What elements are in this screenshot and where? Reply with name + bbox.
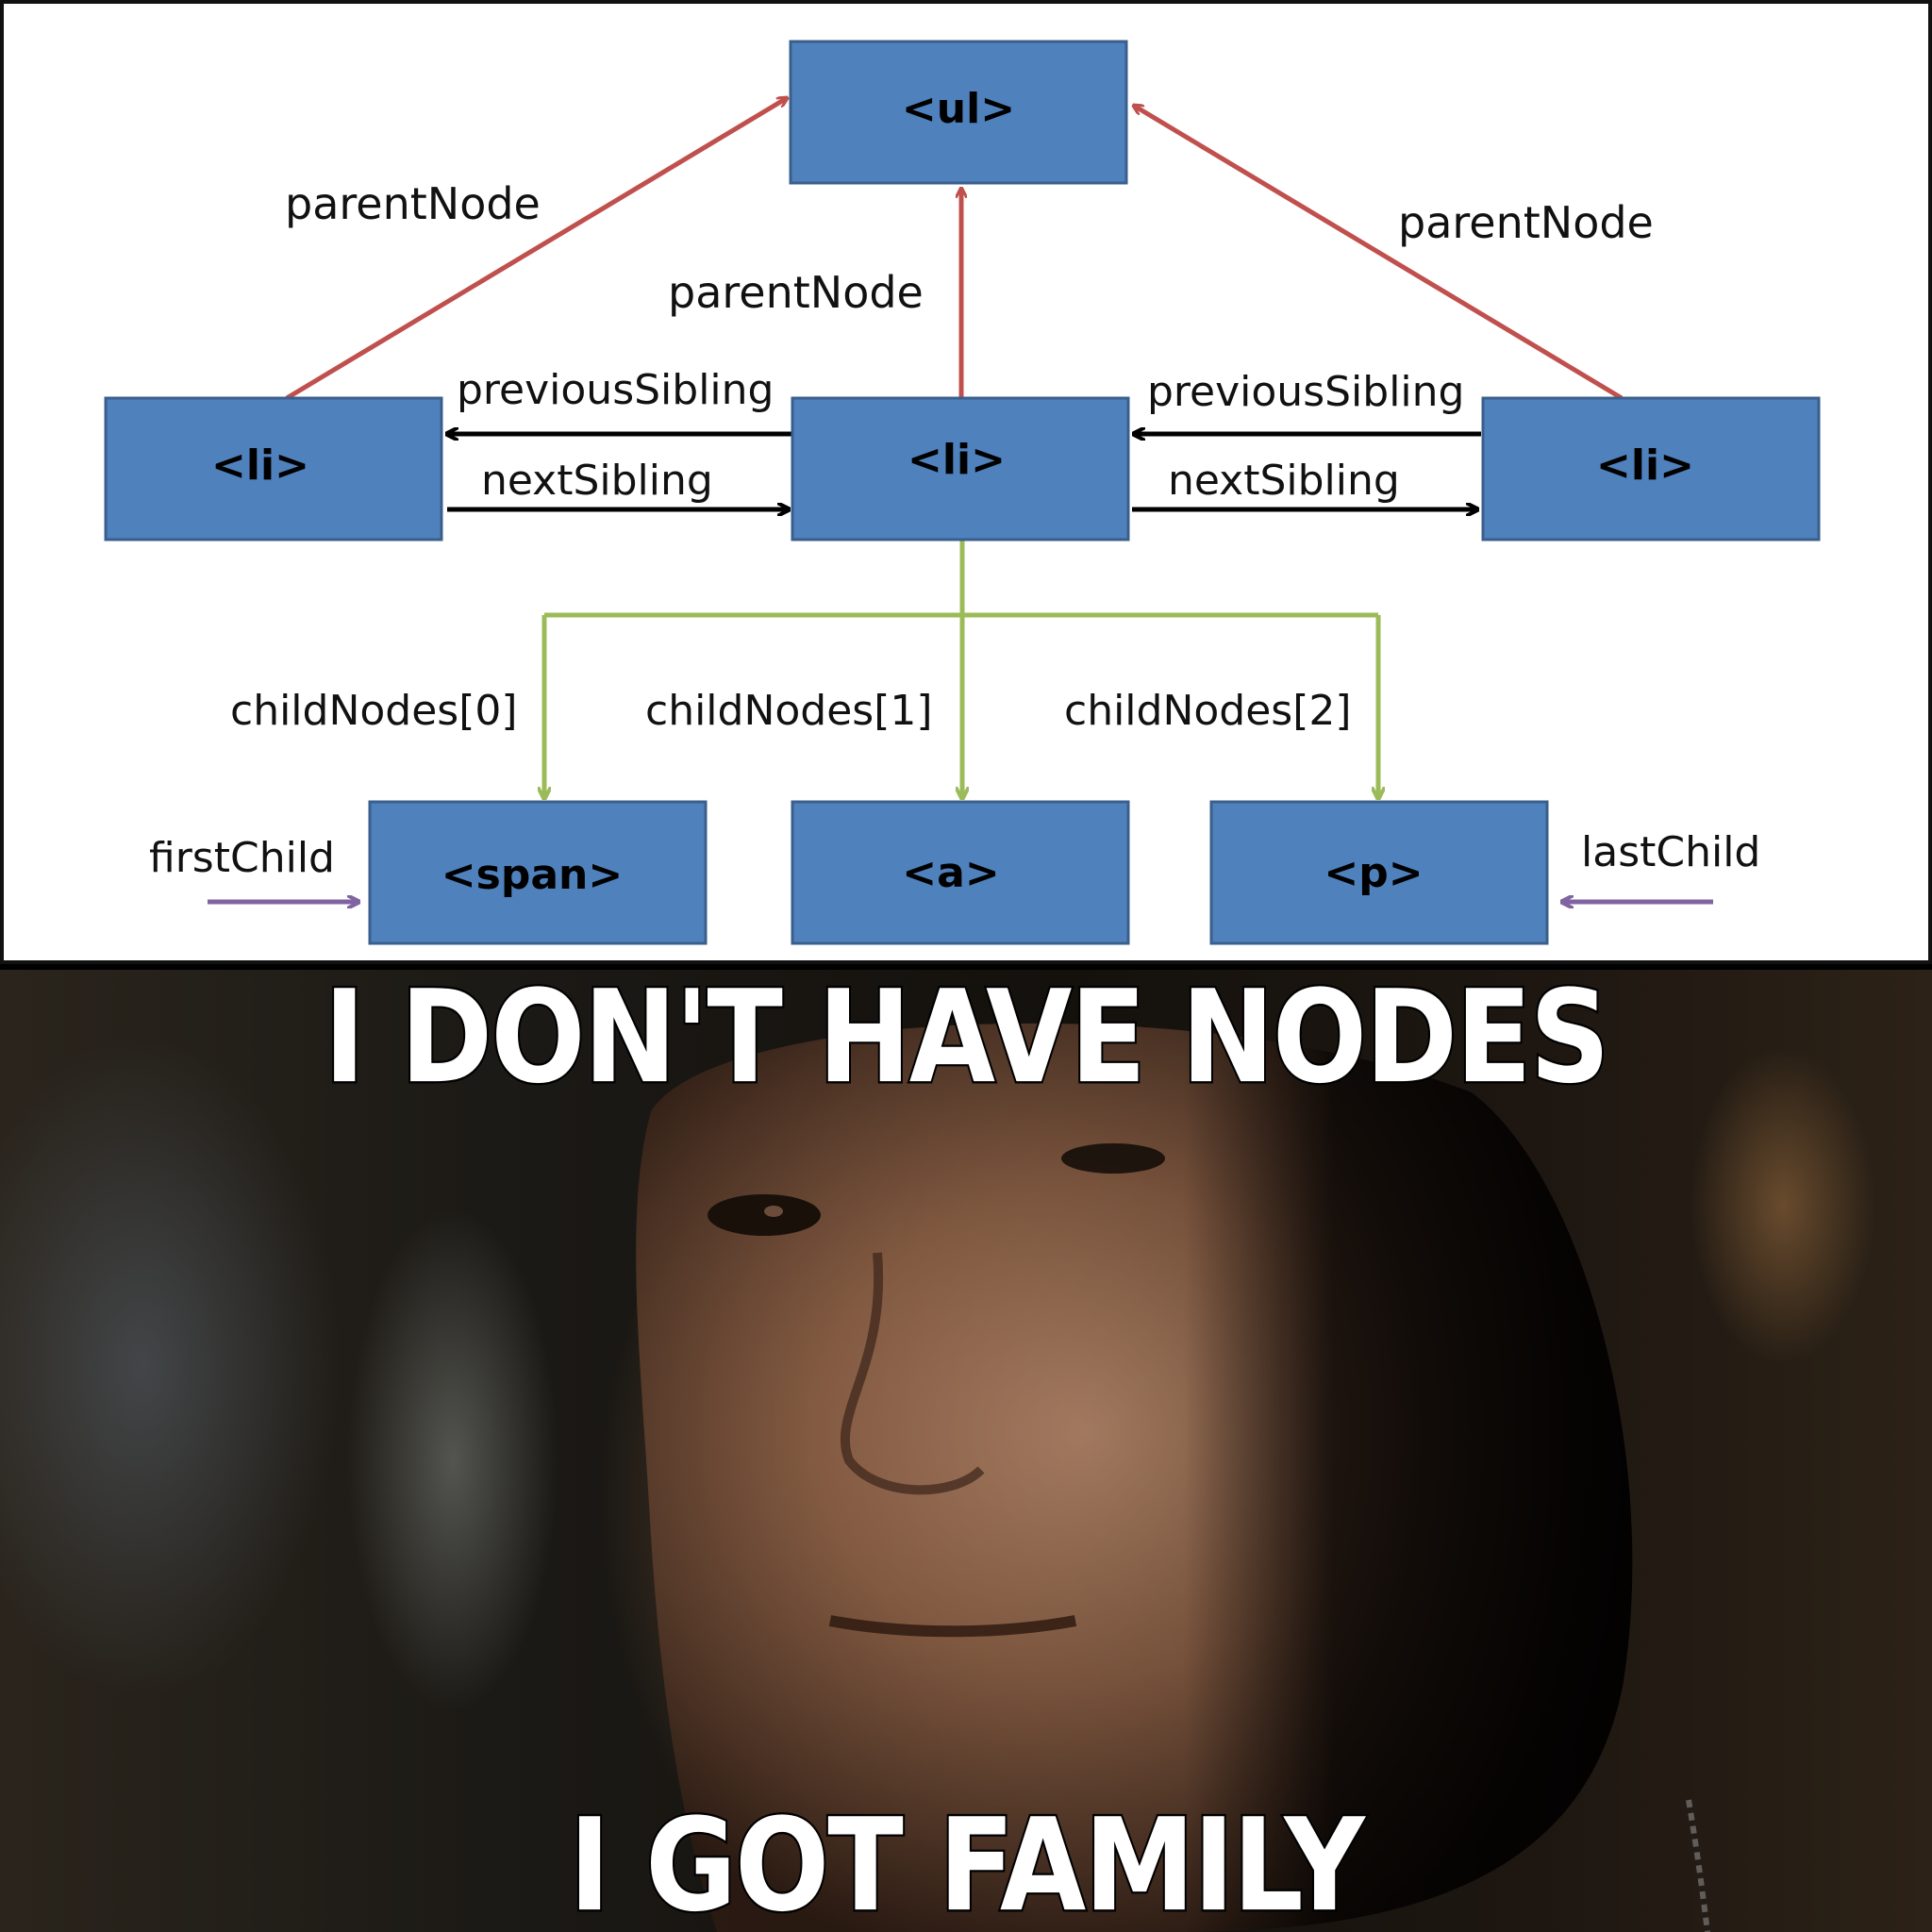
node-li-right: <li> <box>1481 396 1821 541</box>
first-child-label: firstChild <box>149 834 335 882</box>
nose <box>840 1252 985 1495</box>
movie-still-photo <box>0 964 1932 1932</box>
node-a: <a> <box>791 800 1130 945</box>
parent-node-label-right: parentNode <box>1398 197 1654 248</box>
meme-top-caption: I DON'T HAVE NODES <box>322 961 1611 1112</box>
node-li-center-label: <li> <box>908 436 1006 484</box>
node-ul: <ul> <box>789 40 1128 185</box>
face-illustration <box>636 1023 1710 1932</box>
previous-sibling-label-right: previousSibling <box>1147 368 1464 416</box>
node-p: <p> <box>1209 800 1549 945</box>
next-sibling-label-right: nextSibling <box>1168 457 1400 505</box>
node-li-center: <li> <box>791 396 1130 541</box>
mouth <box>828 1615 1077 1638</box>
face-shadow <box>636 1023 1633 1932</box>
left-eye <box>708 1194 821 1236</box>
node-li-right-label: <li> <box>1596 441 1694 490</box>
node-p-label: <p> <box>1324 849 1423 897</box>
node-span: <span> <box>368 800 708 945</box>
parent-arrow-left <box>285 98 787 401</box>
necklace-chain <box>1686 1799 1710 1932</box>
child-nodes-1-label: childNodes[1] <box>645 687 933 735</box>
left-eye-highlight <box>764 1206 783 1217</box>
node-li-left: <li> <box>104 396 443 541</box>
node-li-left-label: <li> <box>211 441 309 490</box>
right-eye <box>1061 1143 1165 1174</box>
dom-tree-diagram: <ul> <li> <li> <li> <span> <a> <box>0 0 1932 964</box>
node-span-label: <span> <box>441 851 623 899</box>
meme-bottom-caption: I GOT FAMILY <box>567 1790 1367 1932</box>
node-a-label: <a> <box>902 849 999 897</box>
node-ul-label: <ul> <box>902 85 1015 133</box>
diagram-canvas: <ul> <li> <li> <li> <span> <a> <box>104 40 1821 945</box>
next-sibling-label-left: nextSibling <box>481 457 713 505</box>
parent-arrow-right <box>1134 106 1624 401</box>
parent-node-label-left: parentNode <box>285 178 541 229</box>
parent-node-label-center: parentNode <box>668 267 924 318</box>
last-child-label: lastChild <box>1581 828 1760 876</box>
child-nodes-0-label: childNodes[0] <box>230 687 518 735</box>
previous-sibling-label-left: previousSibling <box>457 366 774 414</box>
child-nodes-2-label: childNodes[2] <box>1064 687 1352 735</box>
